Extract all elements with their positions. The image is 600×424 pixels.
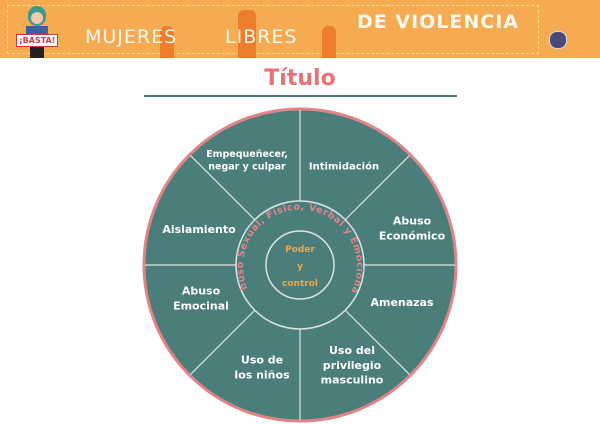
- segment-label: Abuso: [182, 284, 221, 297]
- segment-label: Empequeñecer,: [206, 149, 288, 160]
- segment-label: Aislamiento: [162, 223, 236, 236]
- segment-label: Amenazas: [370, 296, 434, 309]
- spoke-divider: [189, 154, 256, 221]
- segment-label: los niños: [234, 368, 290, 381]
- segment-label: Uso de: [241, 353, 283, 366]
- segment-label: masculino: [321, 374, 384, 387]
- header-word-libres: LIBRES: [225, 26, 298, 48]
- segment-label: Emocinal: [173, 299, 229, 312]
- avatar[interactable]: [549, 31, 567, 49]
- page-title: Título: [264, 66, 336, 91]
- header-word-mujeres: MUJERES: [85, 26, 178, 48]
- header-word-violencia: DE VIOLENCIA: [357, 11, 519, 33]
- segment-label: privilegio: [323, 359, 382, 372]
- segment-label: negar y culpar: [208, 162, 286, 173]
- spoke-divider: [344, 309, 411, 376]
- header-banner: ¡BASTA! MUJERES LIBRES DE VIOLENCIA: [0, 0, 600, 58]
- title-underline: [144, 95, 457, 97]
- raised-hand: [160, 26, 174, 58]
- segment-label: Uso del: [329, 344, 375, 357]
- segment-label: Económico: [379, 229, 446, 242]
- raised-hand: [238, 10, 256, 58]
- spoke-divider: [189, 309, 256, 376]
- dashed-border: [7, 5, 539, 54]
- center-text-3: control: [282, 279, 318, 289]
- segment-label: Abuso: [393, 214, 432, 227]
- segment-label: Intimidación: [309, 161, 379, 173]
- center-text-2: y: [297, 262, 303, 272]
- center-text-1: Poder: [285, 245, 315, 255]
- basta-sign: ¡BASTA!: [16, 34, 59, 47]
- spoke-divider: [344, 154, 411, 221]
- raised-hand: [322, 26, 336, 58]
- wheel-center: [265, 230, 335, 300]
